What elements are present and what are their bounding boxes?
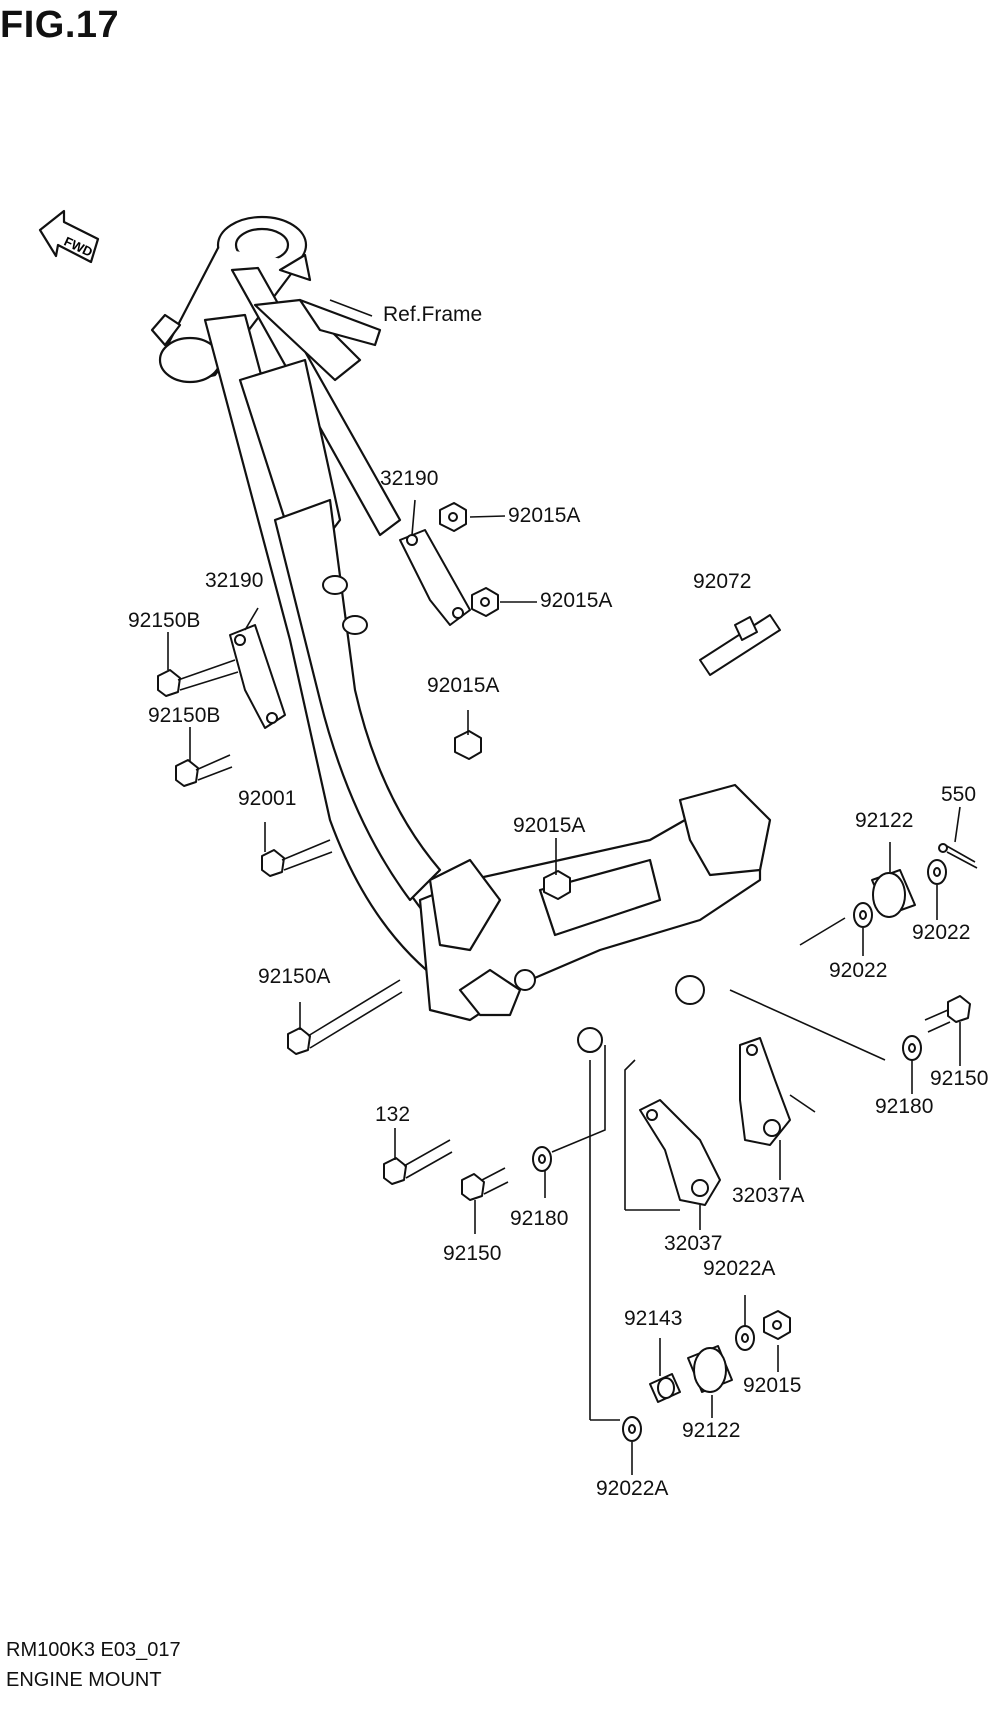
part-label: 92150	[443, 1242, 502, 1265]
washer-92022-mid	[853, 902, 873, 928]
part-label: 92150	[930, 1067, 989, 1090]
figure-title: FIG.17	[0, 4, 120, 46]
part-label: 132	[375, 1103, 411, 1126]
ref-frame-label: Ref.Frame	[383, 303, 483, 326]
part-label: 92180	[510, 1207, 569, 1230]
part-label: 92150A	[258, 965, 331, 988]
nut-92015-lower	[763, 1310, 791, 1340]
part-label: 92150B	[148, 704, 221, 727]
part-label: 92001	[238, 787, 297, 810]
leader-lines	[167, 299, 961, 1475]
washer-92022a-lower	[622, 1416, 642, 1442]
part-label: 32190	[380, 467, 439, 490]
diagram-name: ENGINE MOUNT	[6, 1669, 162, 1691]
frame-top-tube	[230, 253, 402, 537]
part-label: 92015A	[513, 814, 586, 837]
part-label: 92143	[624, 1307, 683, 1330]
part-label: 92122	[682, 1419, 741, 1442]
bracket-32037	[639, 1099, 721, 1206]
bushing-92122-lower	[687, 1345, 733, 1393]
part-label: 92022A	[703, 1257, 776, 1280]
nut-92015a-1	[439, 502, 467, 532]
part-label: 32037	[664, 1232, 723, 1255]
frame-spacers	[322, 575, 368, 635]
bolt-92150b-upper	[157, 659, 239, 697]
part-label: 32037A	[732, 1184, 805, 1207]
part-label: 92015A	[427, 674, 500, 697]
frame-lower-cradle	[418, 783, 772, 1053]
bolt-92150b-lower	[175, 754, 233, 787]
bracket-32037a	[739, 1037, 791, 1146]
part-label: 92022	[829, 959, 888, 982]
bracket-plate-32190-upper	[399, 529, 471, 626]
part-label: 92150B	[128, 609, 201, 632]
washer-92022-right	[927, 859, 947, 885]
part-label: 92072	[693, 570, 752, 593]
collar-92143	[649, 1373, 681, 1403]
washer-92022a-upper	[735, 1325, 755, 1351]
part-label: 92015	[743, 1374, 802, 1397]
part-label: 92015A	[540, 589, 613, 612]
clamp-92072	[699, 614, 781, 676]
part-label: 92015A	[508, 504, 581, 527]
bolt-92150-right	[924, 995, 971, 1033]
bracket-plate-32190-lower	[229, 624, 286, 729]
bolt-92150a	[287, 979, 403, 1055]
fwd-arrow-icon: FWD	[38, 209, 100, 264]
diagram-code: RM100K3 E03_017	[6, 1639, 181, 1661]
washer-92180-right	[902, 1035, 922, 1061]
washer-92180-center	[532, 1146, 552, 1172]
bolt-92150-center	[461, 1167, 509, 1201]
cotter-pin-550	[938, 843, 978, 869]
part-label: 92022A	[596, 1477, 669, 1500]
nut-92015a-4	[543, 870, 571, 900]
part-label: 92180	[875, 1095, 934, 1118]
nut-92015a-3	[454, 730, 482, 760]
part-label: 550	[941, 783, 977, 806]
part-label: 32190	[205, 569, 264, 592]
bushing-92122-right	[871, 869, 916, 918]
nut-92015a-2	[471, 587, 499, 617]
part-label: 92022	[912, 921, 971, 944]
bolt-132	[383, 1139, 453, 1185]
bolt-92001	[261, 839, 333, 877]
part-label: 92122	[855, 809, 914, 832]
